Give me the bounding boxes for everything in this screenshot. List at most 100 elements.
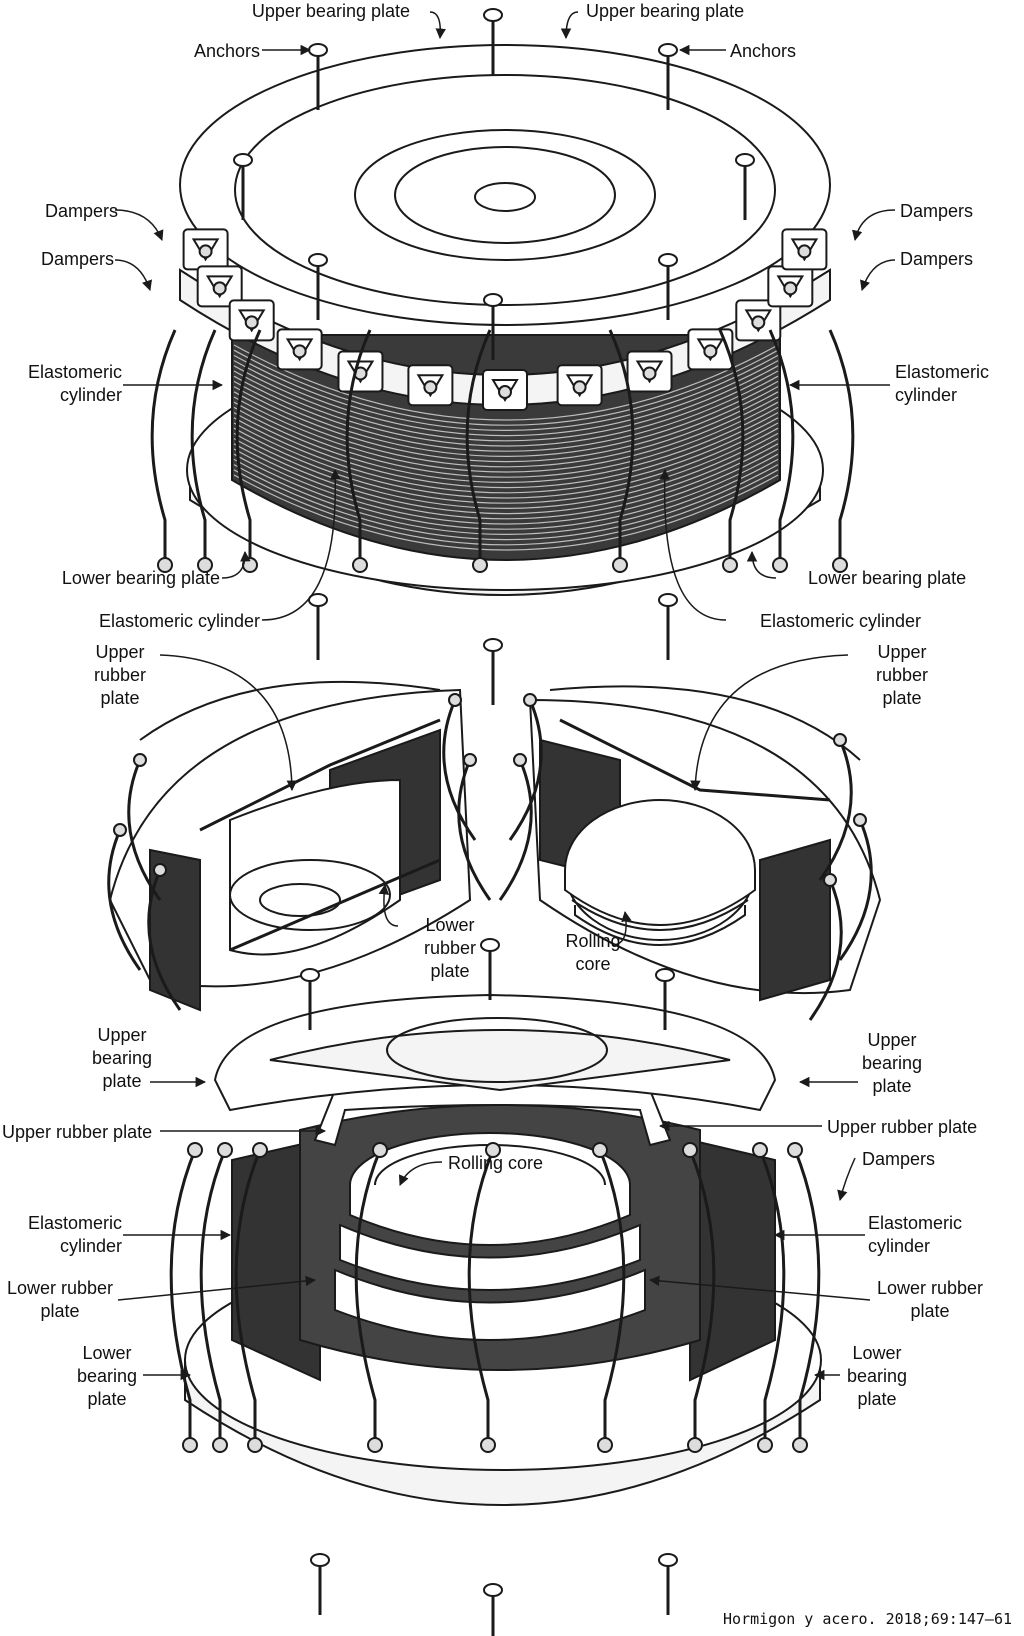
label-dampers-bottom-right: Dampers	[862, 1149, 936, 1169]
bolt-nut-icon	[182, 1437, 198, 1453]
bolt-nut-icon	[792, 1437, 808, 1453]
label-dampers-left-2: Dampers	[40, 249, 114, 269]
bolt-nut-icon	[772, 557, 788, 573]
bolt-nut-icon	[197, 557, 213, 573]
bolt-nut-icon	[757, 1437, 773, 1453]
bolt-nut-icon	[687, 1437, 703, 1453]
bolt-nut-icon	[244, 315, 259, 330]
right-section-dampers	[498, 693, 873, 1021]
source-credit: Hormigon y acero. 2018;69:147–61	[723, 1610, 1012, 1628]
damper-rod	[345, 329, 372, 560]
damper-rod	[838, 819, 873, 961]
damper-rod	[235, 329, 262, 560]
label-lower-bearing-plate-top-left: Lower bearing plate	[61, 568, 220, 588]
bolt-nut-icon	[472, 557, 488, 573]
right-section-view	[498, 685, 882, 1021]
bolt-nut-icon	[513, 753, 527, 767]
bolt-nut-icon	[751, 315, 766, 330]
bolt-nut-icon	[113, 823, 127, 837]
anchor-head	[300, 968, 320, 982]
damper-rod	[608, 329, 635, 560]
damper-rod	[818, 739, 853, 881]
top-upper-bearing-plate	[179, 44, 831, 326]
damper-rod	[508, 699, 543, 841]
label-rolling-core-bottom: Rolling core	[448, 1153, 544, 1173]
bolt-nut-icon	[783, 281, 798, 296]
damper-rod	[758, 1149, 786, 1440]
anchor-head	[233, 153, 253, 167]
leader-lines	[114, 11, 896, 1381]
bolt-nut-icon	[722, 557, 738, 573]
bolt-nut-icon	[642, 366, 657, 381]
anchor-head	[658, 253, 678, 267]
damper-rod	[147, 869, 182, 1011]
damper-rod	[465, 329, 492, 560]
label-lower-bearing-plate-top-right: Lower bearing plate	[808, 568, 967, 588]
damper-rod	[598, 1149, 626, 1440]
label-upper-rubber-plate-bottom-left: Upper rubber plate	[2, 1122, 153, 1142]
left-section-dampers	[107, 693, 492, 1011]
bolt-nut-icon	[217, 1142, 233, 1158]
bolt-nut-icon	[212, 1437, 228, 1453]
bolt-nut-icon	[787, 1142, 803, 1158]
bolt-nut-icon	[252, 1142, 268, 1158]
bolt-nut-icon	[703, 344, 718, 359]
anchor-head	[735, 153, 755, 167]
bolt-nut-icon	[572, 380, 587, 395]
top-damper-sockets	[182, 228, 828, 411]
damper-rod	[793, 1149, 821, 1440]
anchor-head	[480, 938, 500, 952]
bottom-rolling-core	[334, 1132, 646, 1341]
damper-rod	[688, 1149, 716, 1440]
damper-rod	[718, 329, 745, 560]
bolt-nut-icon	[133, 753, 147, 767]
right-section-rolling-core	[564, 799, 756, 946]
bolt-nut-icon	[153, 863, 167, 877]
top-anchors	[233, 8, 755, 705]
bottom-anchors	[300, 938, 678, 1636]
bolt-nut-icon	[448, 693, 462, 707]
label-elastomeric-cylinder-bottom-right: Elastomeric cylinder	[760, 611, 922, 631]
damper-rod	[498, 759, 533, 901]
top-assembled-isolator	[150, 8, 855, 705]
label-elastomeric-cylinder-bottom-left: Elastomeric cylinder	[98, 611, 260, 631]
bottom-stack-left	[231, 1138, 321, 1382]
bolt-nut-icon	[198, 244, 213, 259]
damper-rod	[828, 329, 855, 560]
bolt-nut-icon	[597, 1437, 613, 1453]
bolt-nut-icon	[212, 281, 227, 296]
bolt-nut-icon	[247, 1437, 263, 1453]
label-dampers-right-2: Dampers	[900, 249, 974, 269]
label-anchors-right: Anchors	[730, 41, 797, 61]
damper-rod	[457, 759, 492, 901]
damper-rod	[467, 1149, 495, 1440]
bolt-nut-icon	[485, 1142, 501, 1158]
bottom-exploded-isolator	[169, 938, 822, 1636]
bolt-nut-icon	[352, 557, 368, 573]
anchor-head	[310, 1553, 330, 1567]
damper-rod	[354, 1149, 382, 1440]
damper-rod	[107, 829, 142, 971]
damper-rod	[127, 759, 162, 901]
bolt-nut-icon	[157, 557, 173, 573]
anchor-head	[308, 253, 328, 267]
bolt-nut-icon	[823, 873, 837, 887]
bolt-nut-icon	[797, 244, 812, 259]
bolt-nut-icon	[367, 1437, 383, 1453]
damper-rod	[199, 1149, 227, 1440]
bolt-nut-icon	[752, 1142, 768, 1158]
label-anchors-left: Anchors	[193, 41, 260, 61]
anchor-head	[658, 1553, 678, 1567]
